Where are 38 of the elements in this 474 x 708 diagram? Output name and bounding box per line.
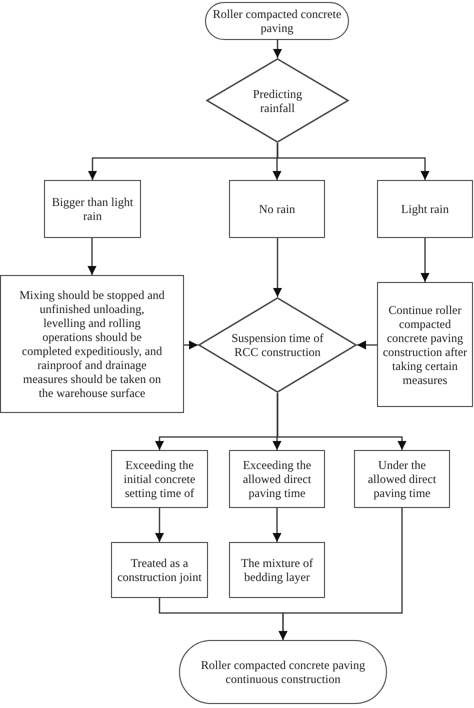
node-text: Bigger than light rain (50, 195, 134, 223)
process-box (0, 275, 184, 413)
process-box (111, 450, 208, 508)
process-box (44, 180, 141, 238)
arrow (357, 340, 377, 350)
process-box (229, 180, 325, 238)
process-box (111, 542, 208, 598)
arrow (276, 143, 430, 180)
node-text: Light rain (400, 202, 450, 216)
arrow (276, 393, 406, 450)
node-text: Exceeding the allowed direct paving time (242, 458, 312, 500)
arrow (155, 508, 164, 542)
arrow (184, 340, 198, 350)
process-box (354, 450, 450, 508)
node-text: No rain (258, 202, 296, 216)
node-text: Under the allowed direct paving time (366, 458, 438, 500)
process-box (229, 542, 325, 598)
node-text: Predicting rainfall (252, 86, 304, 114)
node-text: Treated as a construction joint (116, 556, 203, 584)
arrow (88, 238, 96, 275)
arrow (278, 508, 403, 640)
start-terminal (205, 2, 349, 40)
node-text: Suspension time of RCC construction (230, 331, 324, 359)
decision-diamond (206, 58, 349, 143)
process-box (229, 450, 325, 508)
node-text: Mixing should be stopped and unfinished unloading, levelling and rolling operations should be completed expeditiously, and rainproof and drainage measures should be taken on the warehouse surface (18, 288, 166, 400)
node-text: The mixture of bedding layer (240, 556, 314, 584)
node-text: Continue roller compacted concrete paving construction after taking certain measures (382, 302, 468, 386)
decision-diamond (198, 297, 357, 393)
arrow (420, 238, 430, 282)
node-text: Roller compacted concrete paving (212, 7, 342, 35)
process-box (377, 282, 473, 407)
node-text: Exceeding the initial concrete setting time of (122, 458, 196, 500)
arrow (273, 238, 282, 297)
process-box (377, 180, 473, 238)
arrow (272, 508, 282, 542)
node-text: Roller compacted concrete paving continuous construction (200, 658, 366, 686)
arrow (273, 40, 282, 58)
